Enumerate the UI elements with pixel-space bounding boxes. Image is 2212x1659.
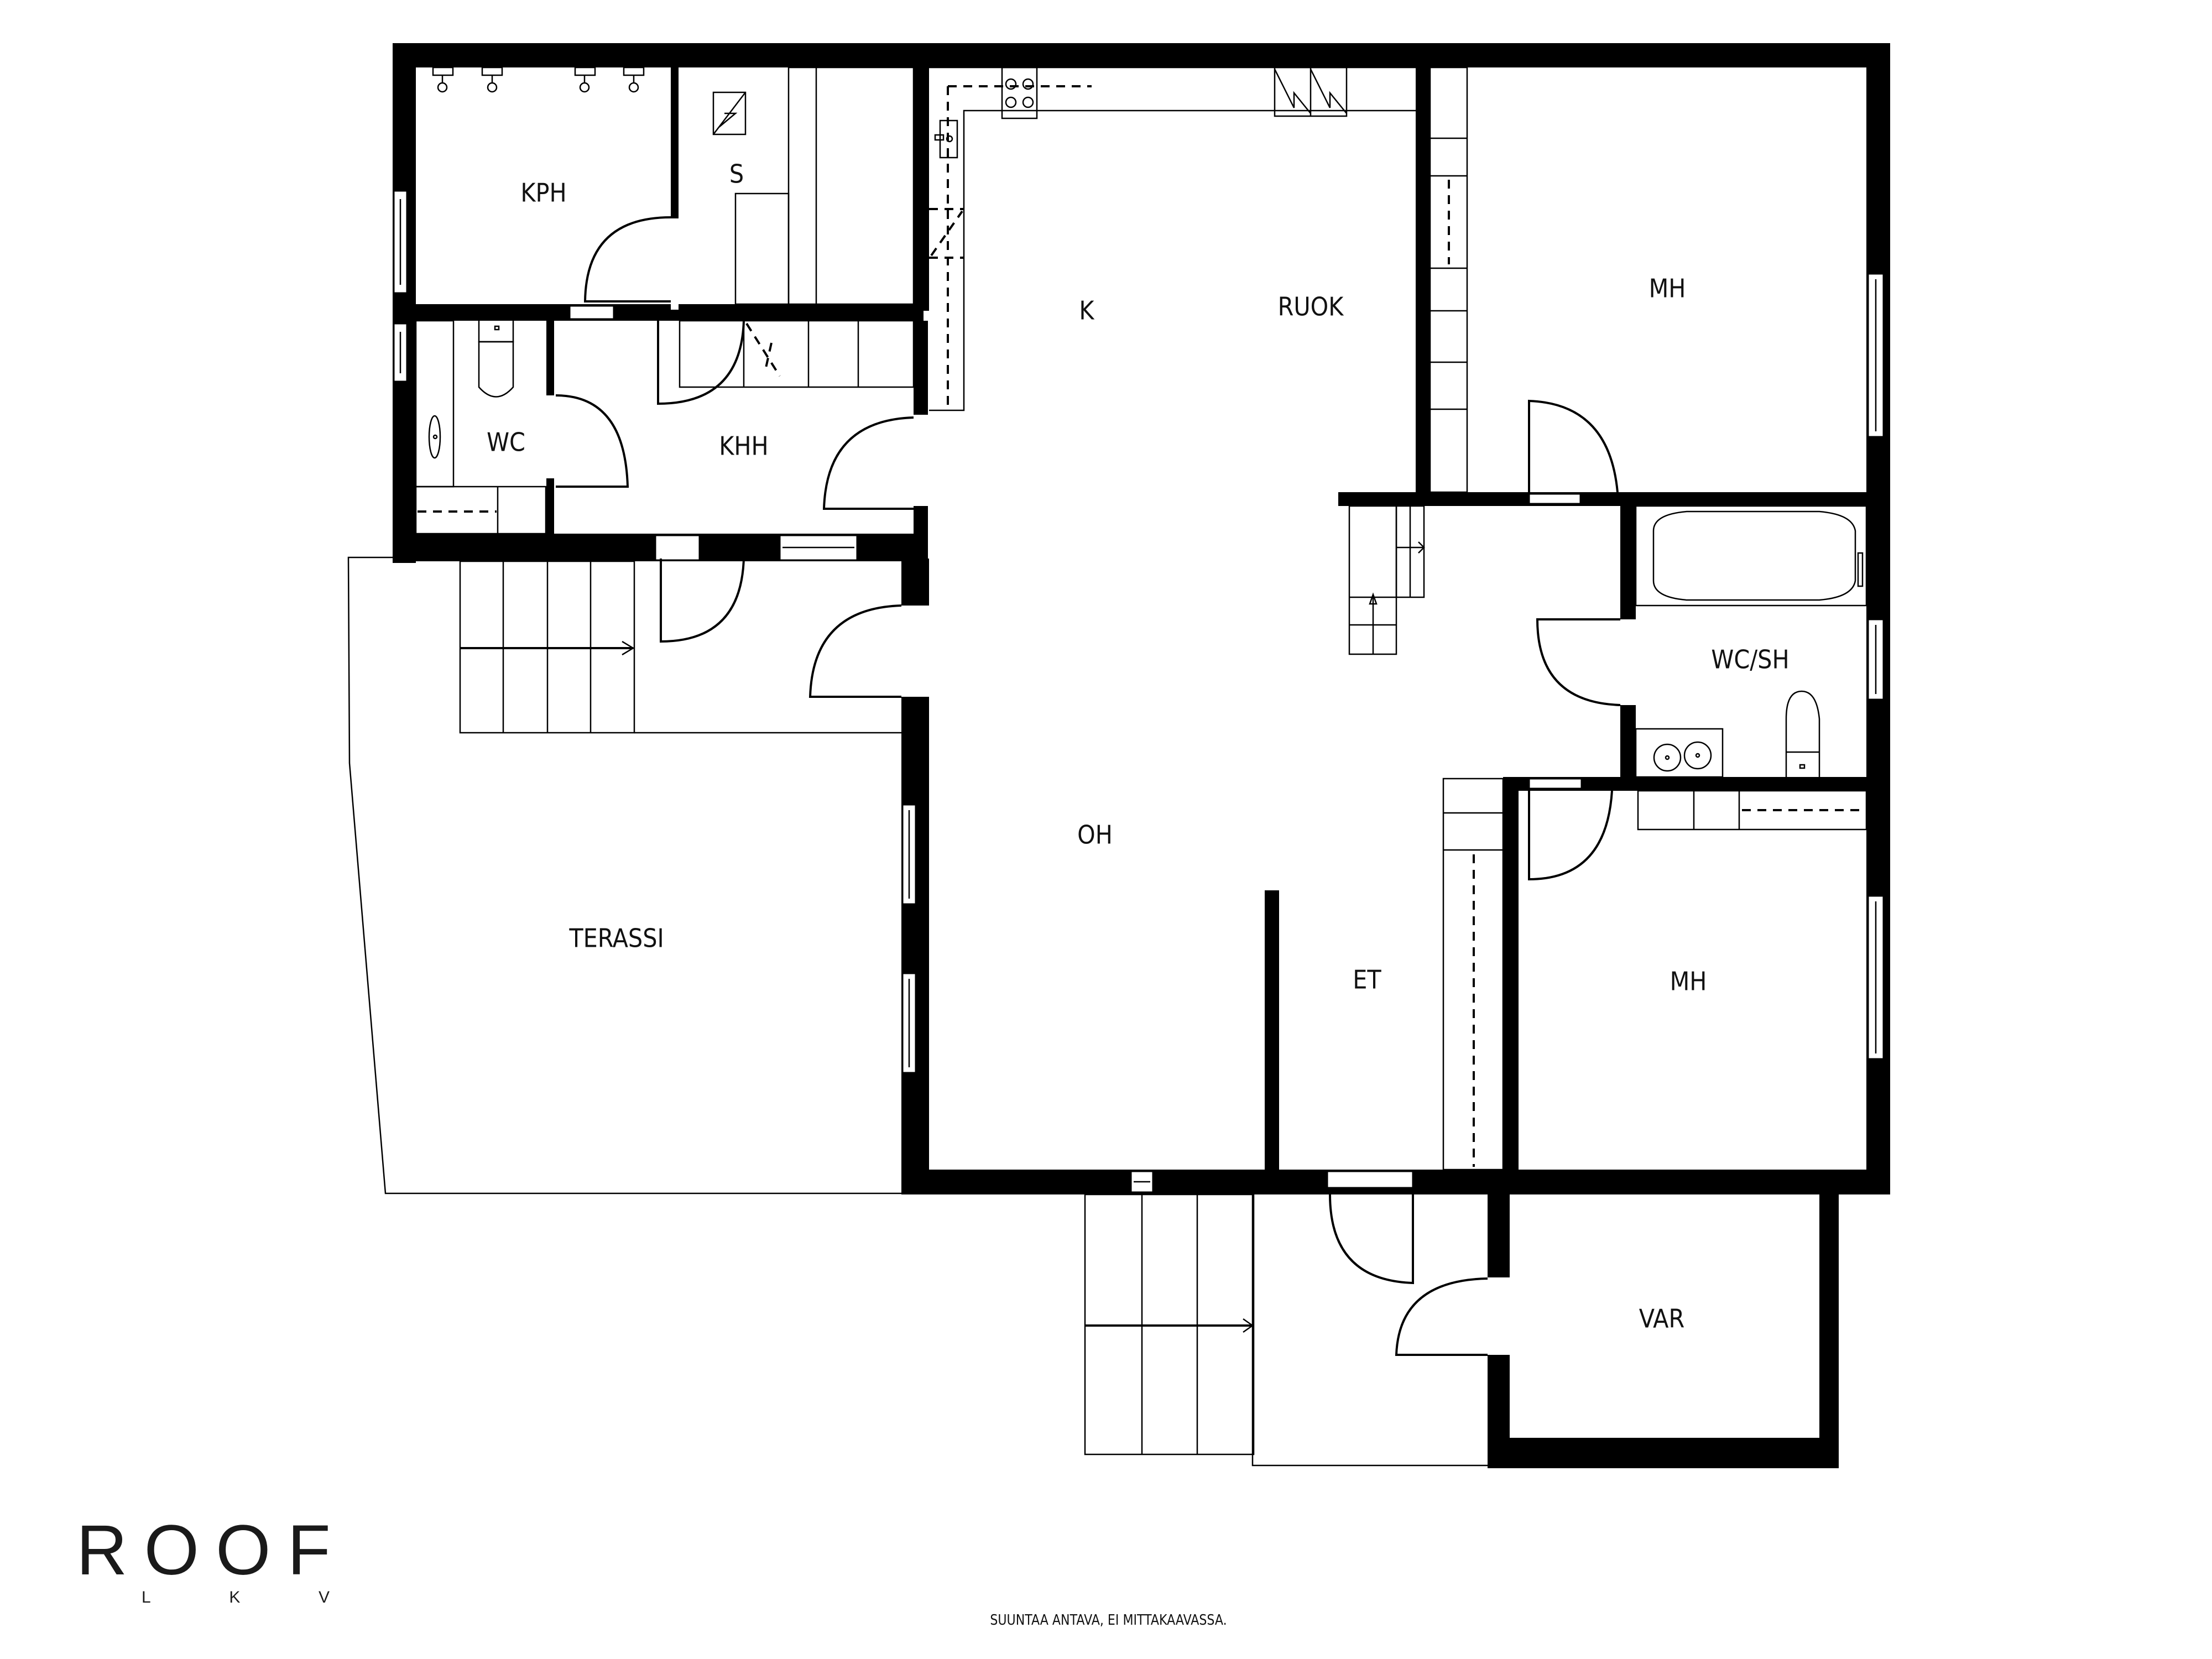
wardrobe-bottom [1637,790,1867,831]
room-label-dining: RUOK [1278,292,1345,322]
room-label-terrace: TERASSI [568,924,664,953]
roof-lkv-logo: ROOF L K V [76,1515,386,1607]
room-label-kph: KPH [520,178,566,208]
logo-main-text: ROOF [76,1511,347,1590]
fridge-icon [1274,66,1348,117]
terrace-outline [347,556,901,1194]
stove-icon [1001,66,1038,119]
logo-sub-v: V [318,1588,330,1606]
khh-cabinets [679,320,915,388]
room-label-entrance: ET [1353,965,1381,995]
door-openings [546,218,1636,1355]
logo-sub-k: K [229,1588,241,1606]
wardrobe-et [1442,778,1504,1171]
stairs-icon [1348,505,1425,655]
bathtub-icon [1635,505,1867,607]
room-label-bedroom-top: MH [1649,274,1686,304]
toilet-icon [478,319,514,398]
room-label-wc: WC [487,427,525,457]
wardrobe-top [1429,66,1468,493]
toilet-icon [1785,690,1820,777]
room-labels: KPH S WC KHH K RUOK MH WC/SH OH TERASSI … [487,159,1790,1334]
sink-icon [415,320,455,488]
logo-sub-text: L K V [142,1588,330,1607]
room-label-sauna: S [729,159,744,189]
room-label-bedroom-bottom: MH [1670,967,1707,997]
sauna-benches [734,66,915,305]
terrace-stairs [459,560,901,734]
room-label-khh: KHH [719,431,768,461]
sink-icon [1635,728,1724,778]
sauna-heater-icon [712,91,747,135]
shower-icon [432,66,645,93]
room-label-kitchen: K [1079,296,1095,326]
door-swings [555,216,1621,1356]
room-label-storage: VAR [1639,1304,1684,1334]
kitchen-sink-icon [934,119,958,159]
room-label-living: OH [1077,820,1113,850]
wc-cabinet [415,486,547,535]
disclaimer-text: SUUNTAA ANTAVA, EI MITTAKAAVASSA. [990,1612,1227,1629]
windows [393,190,1885,1193]
room-label-wc-sh: WC/SH [1711,645,1789,675]
entrance-stairs [1084,1193,1488,1467]
logo-sub-l: L [142,1588,151,1606]
